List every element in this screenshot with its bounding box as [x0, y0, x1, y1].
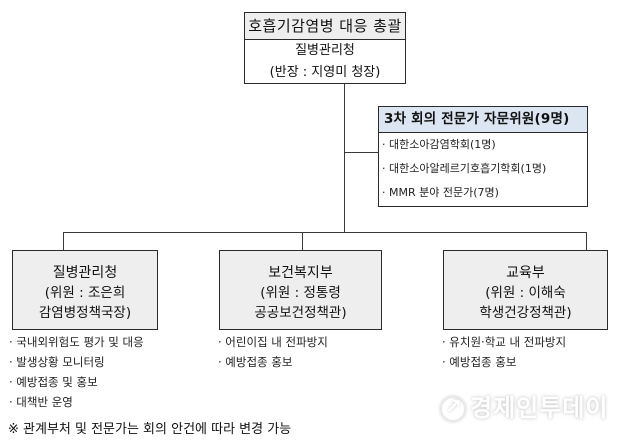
task-item: · 발생상황 모니터링	[9, 355, 105, 369]
command-leader: (반장 : 지영미 청장)	[269, 65, 381, 80]
task-item: · 예방접종 홍보	[218, 355, 293, 369]
agency-name: 질병관리청	[52, 265, 118, 281]
expert-advisory-box: 3차 회의 전문가 자문위원(9명) · 대한소아감염학회(1명) · 대한소아…	[378, 106, 588, 207]
task-item: · 대책반 운영	[9, 395, 73, 409]
agency-box-kdca: 질병관리청 (위원 : 조은희 감염병정책국장)	[12, 250, 158, 330]
expert-item: · MMR 분야 전문가(7명)	[382, 186, 499, 199]
watermark: 경제인투데이	[440, 388, 608, 423]
agency-member: (위원 : 이해숙	[485, 285, 566, 301]
command-agency: 질병관리청	[295, 43, 355, 58]
task-item: · 예방접종 홍보	[442, 355, 517, 369]
connector-top-vertical	[344, 84, 345, 233]
task-list-moe: · 유치원·학교 내 전파방지 · 예방접종 홍보	[442, 332, 566, 372]
footnote: ※ 관계부처 및 전문가는 회의 안건에 따라 변경 가능	[8, 422, 292, 437]
task-item: · 국내외위험도 평가 및 대응	[9, 335, 144, 349]
watermark-text: 경제인투데이	[470, 394, 609, 422]
connector-drop-mohw	[302, 232, 303, 250]
expert-item: · 대한소아감염학회(1명)	[382, 138, 496, 151]
agency-box-moe: 교육부 (위원 : 이해숙 학생건강정책관)	[443, 250, 608, 330]
connector-drop-kdca	[63, 232, 64, 250]
task-list-mohw: · 어린이집 내 전파방지 · 예방접종 홍보	[218, 332, 328, 372]
command-title: 호흡기감염병 대응 총괄	[245, 13, 405, 40]
agency-member-title: 공공보건정책관)	[254, 305, 347, 321]
agency-member: (위원 : 정통령	[260, 285, 341, 301]
agency-member: (위원 : 조은희	[44, 285, 126, 301]
expert-advisory-title: 3차 회의 전문가 자문위원(9명)	[379, 107, 587, 133]
task-item: · 어린이집 내 전파방지	[218, 335, 328, 349]
task-item: · 유치원·학교 내 전파방지	[442, 335, 567, 349]
task-list-kdca: · 국내외위험도 평가 및 대응 · 발생상황 모니터링 · 예방접종 및 홍보…	[9, 332, 144, 412]
connector-drop-moe	[586, 232, 587, 250]
task-item: · 예방접종 및 홍보	[9, 375, 98, 389]
connector-expert-horizontal	[344, 152, 378, 153]
agency-member-title: 감염병정책국장)	[38, 305, 132, 321]
expert-item: · 대한소아알레르기호흡기학회(1명)	[382, 162, 547, 175]
agency-name: 교육부	[506, 265, 545, 281]
agency-box-mohw: 보건복지부 (위원 : 정통령 공공보건정책관)	[219, 250, 382, 330]
agency-member-title: 학생건강정책관)	[479, 305, 572, 321]
connector-bus-horizontal	[63, 232, 587, 233]
agency-name: 보건복지부	[268, 265, 333, 281]
command-box: 호흡기감염병 대응 총괄 질병관리청 (반장 : 지영미 청장)	[244, 12, 406, 84]
arrow-up-circle-icon	[440, 394, 466, 422]
